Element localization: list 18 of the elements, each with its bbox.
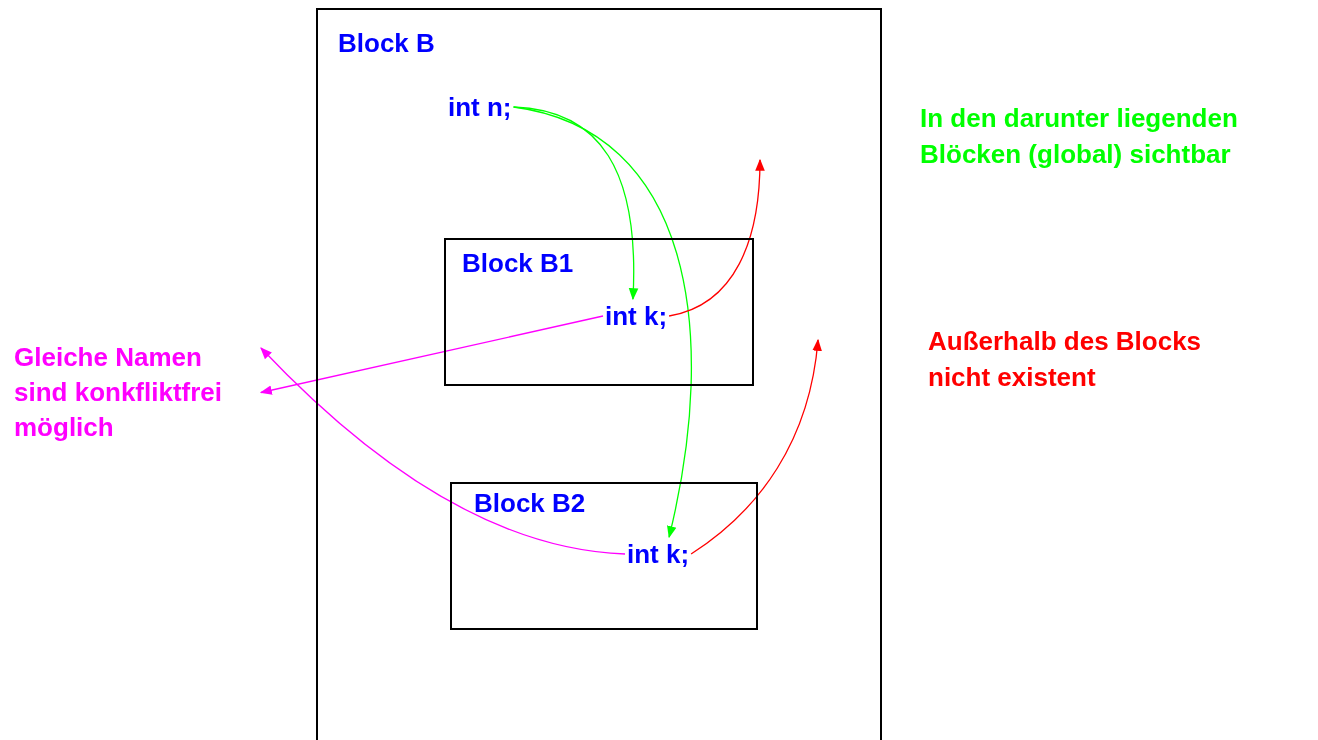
arrow: [512, 106, 692, 539]
code-text: int k;: [627, 539, 690, 569]
arrow: [259, 315, 604, 395]
note-text: In den darunter liegenden Blöcken (global) sichtbar: [920, 102, 1239, 171]
block-title: Block B1: [462, 248, 574, 278]
arrow: [690, 338, 822, 555]
code-text: int n;: [448, 92, 512, 122]
arrow: [260, 347, 626, 555]
annotation-text: Gleiche Namen sind konkfliktfrei möglich: [14, 340, 259, 445]
arrow: [512, 106, 638, 301]
block-title: Block B2: [474, 488, 586, 518]
note-text: Außerhalb des Blocks nicht existent: [928, 325, 1203, 394]
block-title: Block B: [338, 28, 435, 58]
block-box: [316, 8, 882, 740]
arrow: [668, 158, 765, 317]
block-box: [444, 238, 754, 386]
code-text: int k;: [605, 301, 668, 331]
block-box: [450, 482, 758, 630]
